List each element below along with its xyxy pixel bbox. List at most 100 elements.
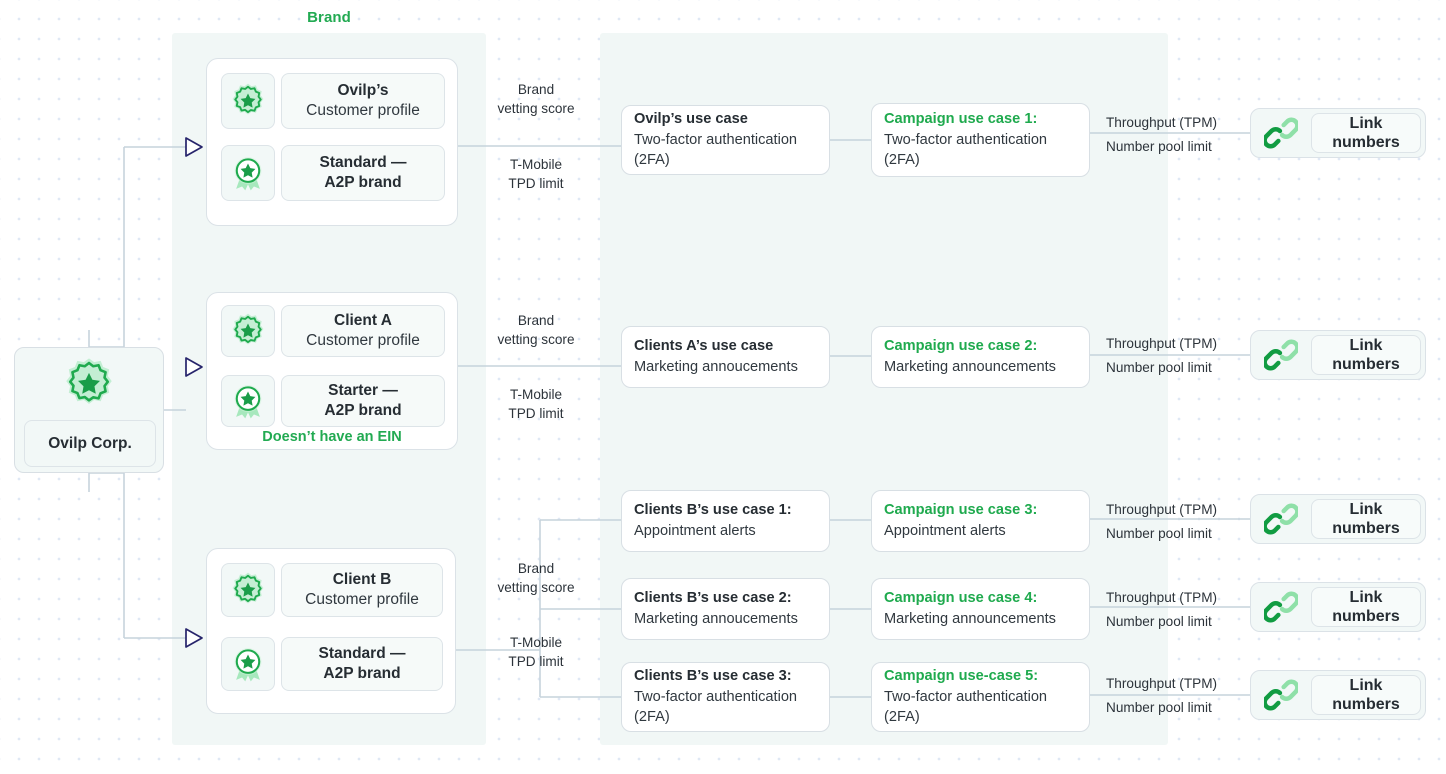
edge-label-line2: TPD limit bbox=[508, 654, 564, 670]
use-case-card-3[interactable]: Clients B’s use case 2: Marketing annouc… bbox=[621, 578, 830, 640]
brand-group-ovilp[interactable]: Ovilp’s Customer profile Standard — A2P … bbox=[206, 58, 458, 226]
link-numbers-node-4[interactable]: Link numbers bbox=[1250, 670, 1426, 720]
customer-profile-row[interactable]: Client A Customer profile bbox=[221, 305, 445, 357]
a2p-line1: Standard — bbox=[318, 645, 406, 663]
edge-label-line2: vetting score bbox=[497, 580, 575, 596]
metric-throughput-2: Throughput (TPM) bbox=[1106, 502, 1218, 517]
metric-pool-4: Number pool limit bbox=[1106, 700, 1212, 715]
campaign-card-1[interactable]: Campaign use case 2: Marketing announcem… bbox=[871, 326, 1090, 388]
brand-subtitle: Customer profile bbox=[306, 332, 420, 349]
badge-star-icon bbox=[221, 305, 275, 357]
campaign-card-3[interactable]: Campaign use case 4: Marketing announcem… bbox=[871, 578, 1090, 640]
customer-profile-label: Client B Customer profile bbox=[281, 563, 443, 617]
use-case-body: Appointment alerts bbox=[634, 523, 756, 539]
use-case-title: Clients B’s use case 2: bbox=[634, 590, 792, 607]
campaign-card-4[interactable]: Campaign use-case 5: Two-factor authenti… bbox=[871, 662, 1090, 732]
use-case-card-2[interactable]: Clients B’s use case 1: Appointment aler… bbox=[621, 490, 830, 552]
brand-title: Client A bbox=[334, 312, 392, 330]
use-case-title: Ovilp’s use case bbox=[634, 110, 748, 127]
link-line2: numbers bbox=[1332, 356, 1400, 373]
use-case-body: Two-factor authentication (2FA) bbox=[634, 131, 798, 169]
brand-subtitle: Customer profile bbox=[306, 102, 420, 119]
link-line1: Link bbox=[1349, 676, 1383, 694]
edge-label-tpd-0: T-Mobile TPD limit bbox=[474, 155, 598, 194]
customer-profile-row[interactable]: Client B Customer profile bbox=[221, 563, 443, 617]
edge-label-tpd-2: T-Mobile TPD limit bbox=[474, 633, 598, 672]
campaign-title: Campaign use case 3: bbox=[884, 502, 1038, 519]
award-ribbon-icon bbox=[221, 375, 275, 427]
metric-pool-2: Number pool limit bbox=[1106, 526, 1212, 541]
brand-group-client-a[interactable]: Client A Customer profile Starter — A2P … bbox=[206, 292, 458, 450]
link-numbers-label: Link numbers bbox=[1311, 113, 1421, 153]
brand-panel-caption: Brand bbox=[307, 9, 351, 26]
a2p-line1: Standard — bbox=[319, 154, 407, 172]
use-case-title: Clients A’s use case bbox=[634, 338, 774, 355]
campaign-card-2[interactable]: Campaign use case 3: Appointment alerts bbox=[871, 490, 1090, 552]
metric-throughput-1: Throughput (TPM) bbox=[1106, 336, 1218, 351]
link-line2: numbers bbox=[1332, 520, 1400, 537]
edge-label-line1: T-Mobile bbox=[509, 635, 563, 650]
campaign-card-0[interactable]: Campaign use case 1: Two-factor authenti… bbox=[871, 103, 1090, 177]
link-chain-icon bbox=[1255, 335, 1307, 375]
edge-label-line2: TPD limit bbox=[508, 176, 564, 192]
brand-subtitle: Customer profile bbox=[305, 591, 419, 608]
a2p-brand-label: Standard — A2P brand bbox=[281, 637, 443, 691]
metric-throughput-0: Throughput (TPM) bbox=[1106, 115, 1218, 130]
brand-group-client-b[interactable]: Client B Customer profile Standard — A2P… bbox=[206, 548, 456, 714]
use-case-title: Clients B’s use case 3: bbox=[634, 667, 792, 684]
edge-label-brand-vetting-2: Brand vetting score bbox=[474, 559, 598, 598]
link-chain-icon bbox=[1255, 499, 1307, 539]
a2p-brand-row[interactable]: Standard — A2P brand bbox=[221, 637, 443, 691]
link-numbers-label: Link numbers bbox=[1311, 499, 1421, 539]
brand-note-no-ein: Doesn’t have an EIN bbox=[262, 429, 402, 445]
link-numbers-node-0[interactable]: Link numbers bbox=[1250, 108, 1426, 158]
use-case-card-0[interactable]: Ovilp’s use case Two-factor authenticati… bbox=[621, 105, 830, 175]
campaign-body: Two-factor authentication (2FA) bbox=[884, 688, 1048, 726]
award-ribbon-icon bbox=[221, 145, 275, 201]
edge-label-line1: T-Mobile bbox=[509, 387, 563, 402]
link-numbers-node-2[interactable]: Link numbers bbox=[1250, 494, 1426, 544]
link-line2: numbers bbox=[1332, 608, 1400, 625]
campaign-title: Campaign use case 4: bbox=[884, 590, 1038, 607]
badge-star-icon bbox=[221, 73, 275, 129]
link-chain-icon bbox=[1255, 675, 1307, 715]
award-ribbon-icon bbox=[221, 637, 275, 691]
use-case-body: Marketing annoucements bbox=[634, 611, 798, 627]
use-case-card-4[interactable]: Clients B’s use case 3: Two-factor authe… bbox=[621, 662, 830, 732]
link-chain-icon bbox=[1255, 587, 1307, 627]
metric-pool-1: Number pool limit bbox=[1106, 360, 1212, 375]
a2p-line1: Starter — bbox=[328, 382, 398, 400]
campaign-body: Two-factor authentication (2FA) bbox=[884, 131, 1048, 169]
link-numbers-node-1[interactable]: Link numbers bbox=[1250, 330, 1426, 380]
badge-star-icon bbox=[15, 348, 163, 420]
a2p-brand-row[interactable]: Starter — A2P brand bbox=[221, 375, 445, 427]
use-case-body: Two-factor authentication (2FA) bbox=[634, 688, 798, 726]
edge-label-tpd-1: T-Mobile TPD limit bbox=[474, 385, 598, 424]
corp-name: Ovilp Corp. bbox=[24, 420, 156, 467]
edge-label-line1: Brand bbox=[517, 561, 555, 576]
link-line1: Link bbox=[1349, 500, 1383, 518]
link-line2: numbers bbox=[1332, 696, 1400, 713]
use-case-body: Marketing annoucements bbox=[634, 359, 798, 375]
customer-profile-label: Client A Customer profile bbox=[281, 305, 445, 357]
arrow-head-client-a bbox=[185, 357, 203, 377]
customer-profile-row[interactable]: Ovilp’s Customer profile bbox=[221, 73, 445, 129]
link-chain-icon bbox=[1255, 113, 1307, 153]
brand-title: Ovilp’s bbox=[337, 82, 389, 100]
link-numbers-node-3[interactable]: Link numbers bbox=[1250, 582, 1426, 632]
customer-profile-label: Ovilp’s Customer profile bbox=[281, 73, 445, 129]
campaign-title: Campaign use-case 5: bbox=[884, 667, 1039, 684]
edge-label-line1: Brand bbox=[517, 82, 555, 97]
a2p-line2: A2P brand bbox=[324, 402, 402, 419]
edge-label-line1: Brand bbox=[517, 313, 555, 328]
metric-pool-3: Number pool limit bbox=[1106, 614, 1212, 629]
use-case-card-1[interactable]: Clients A’s use case Marketing annouceme… bbox=[621, 326, 830, 388]
corp-node[interactable]: Ovilp Corp. bbox=[14, 347, 164, 473]
a2p-brand-row[interactable]: Standard — A2P brand bbox=[221, 145, 445, 201]
metric-pool-0: Number pool limit bbox=[1106, 139, 1212, 154]
campaign-body: Marketing announcements bbox=[884, 359, 1056, 375]
arrow-head-client-b bbox=[185, 628, 203, 648]
edge-label-line2: vetting score bbox=[497, 332, 575, 348]
